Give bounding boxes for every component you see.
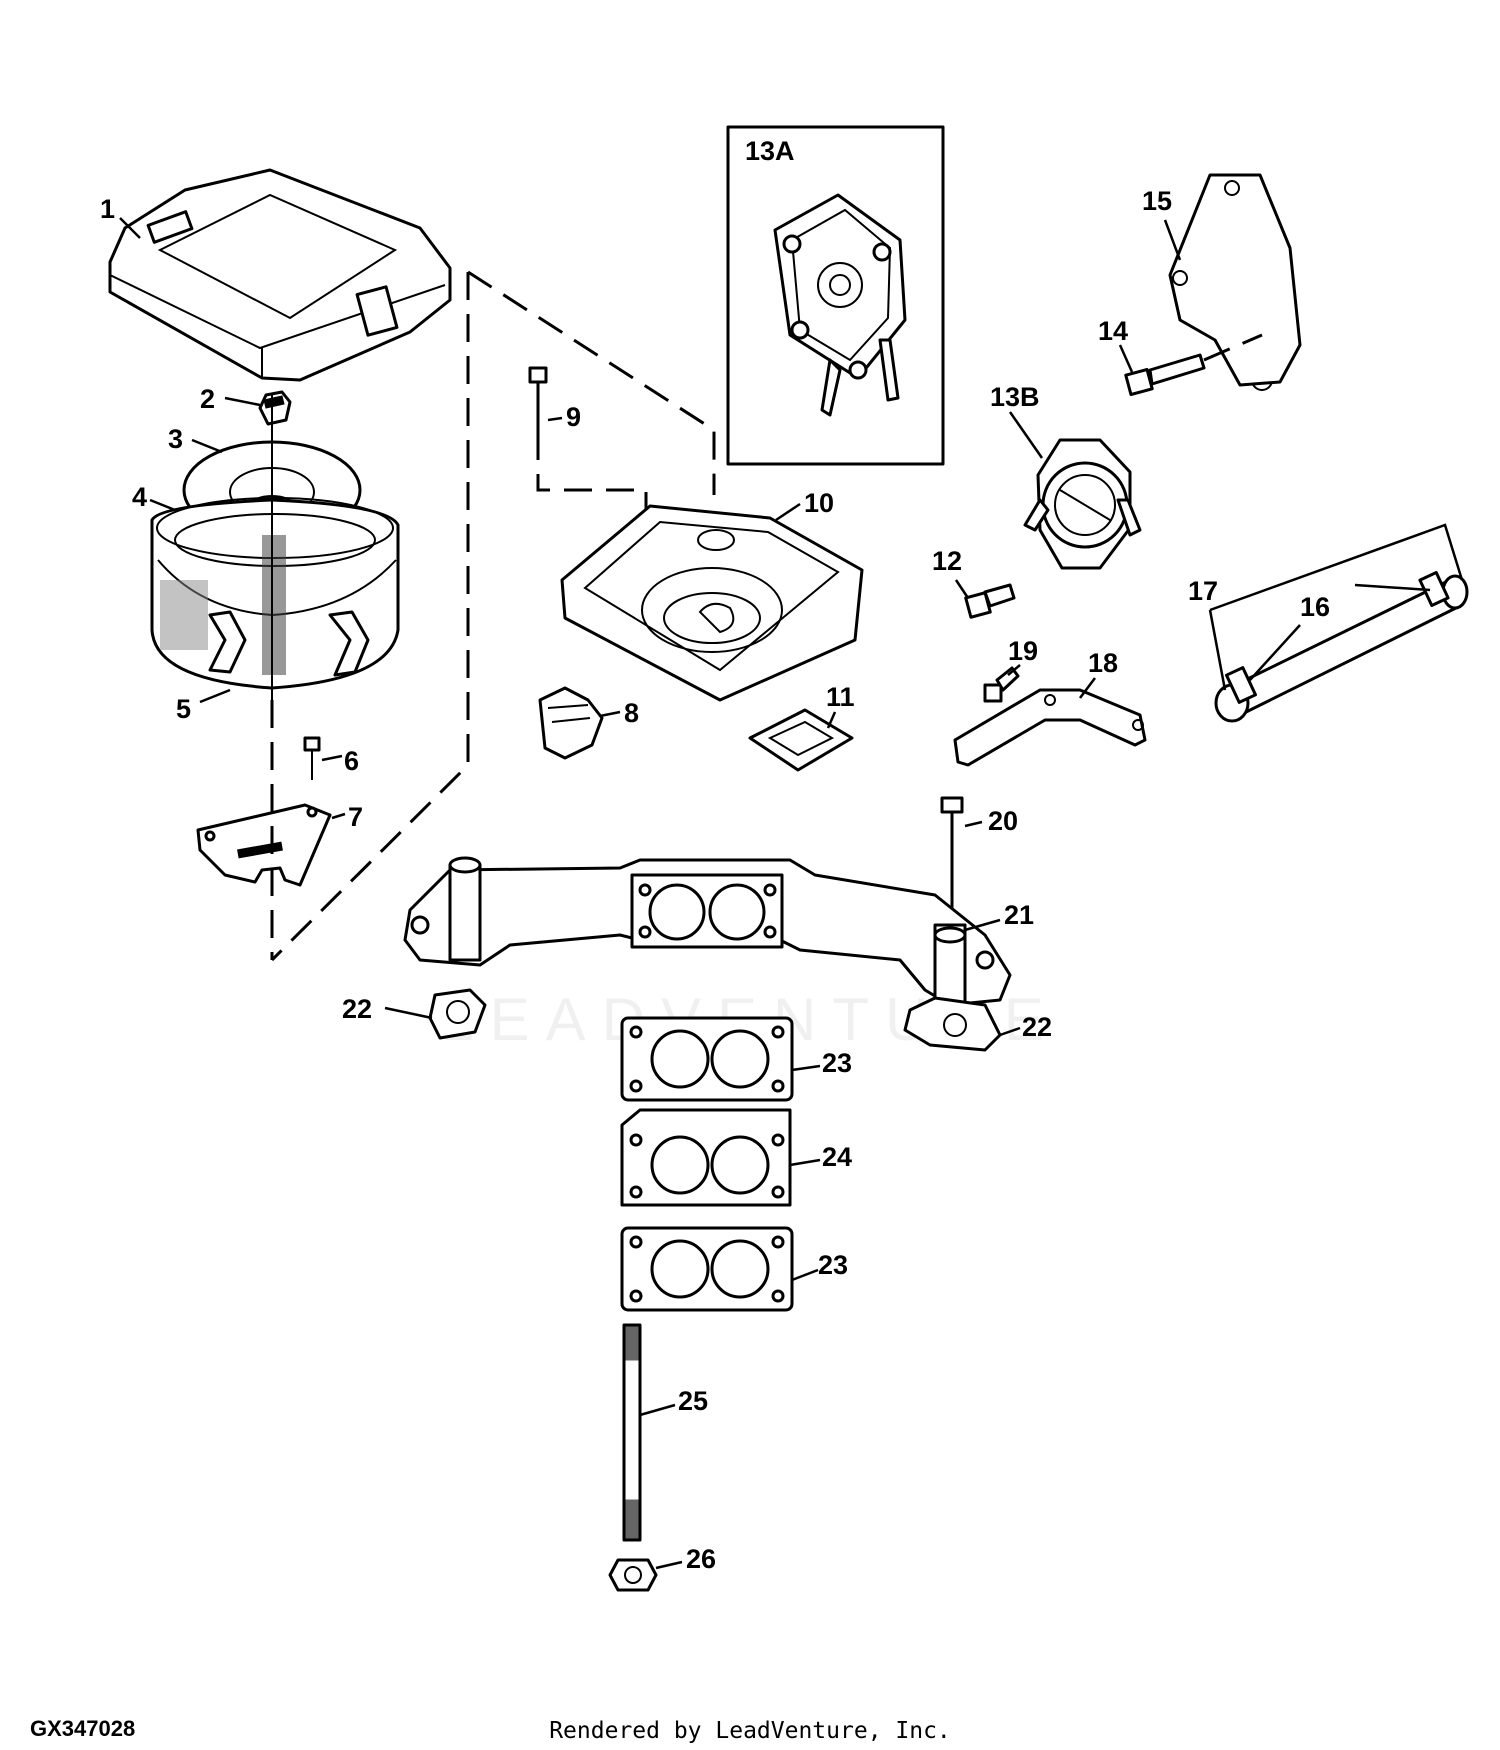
- callout-25: 25: [678, 1386, 708, 1416]
- diagram-code: GX347028: [30, 1716, 136, 1741]
- part-22-gasket-left[interactable]: [428, 988, 487, 1040]
- part-2-wing-nut[interactable]: [258, 390, 292, 426]
- callout-11: 11: [826, 682, 855, 712]
- part-11-gasket[interactable]: [748, 708, 854, 772]
- part-22-gasket-right[interactable]: [903, 996, 1002, 1052]
- part-19-screw[interactable]: [983, 666, 1020, 703]
- part-23-gasket-lower[interactable]: [620, 1226, 794, 1312]
- part-14-bolt[interactable]: [1124, 353, 1206, 397]
- callout-12: 12: [932, 546, 962, 576]
- credit-text: Rendered by LeadVenture, Inc.: [549, 1718, 951, 1744]
- part-18-bracket[interactable]: [953, 688, 1147, 767]
- callout-5: 5: [176, 694, 191, 724]
- part-26-nut[interactable]: [608, 1558, 658, 1592]
- callout-23-upper: 23: [822, 1048, 852, 1078]
- part-25-stud[interactable]: [622, 1323, 642, 1542]
- callout-17: 17: [1188, 576, 1218, 606]
- callout-23-lower: 23: [818, 1250, 848, 1280]
- callout-13a: 13A: [745, 136, 795, 166]
- callout-20: 20: [988, 806, 1018, 836]
- callout-16: 16: [1300, 592, 1330, 622]
- part-10-air-cleaner-base[interactable]: [560, 504, 864, 702]
- part-21-intake-manifold[interactable]: [403, 856, 1012, 1007]
- callout-13b: 13B: [990, 382, 1040, 412]
- callouts: 1 2 3 4 5 6 7 8 9 10 11 12 13A 13B 14 15…: [100, 136, 1330, 1574]
- part-15-bracket[interactable]: [1168, 173, 1302, 391]
- callout-1: 1: [100, 194, 115, 224]
- part-7-base-plate[interactable]: [196, 803, 332, 887]
- callout-21: 21: [1004, 900, 1034, 930]
- part-4-filter-element[interactable]: [150, 497, 400, 690]
- part-12-screw[interactable]: [964, 583, 1016, 619]
- part-23-gasket-upper[interactable]: [620, 1016, 794, 1102]
- part-13a-fuel-pump[interactable]: [773, 193, 907, 417]
- part-9-bolt[interactable]: [528, 366, 548, 460]
- leader-lines: [119, 217, 1464, 1570]
- callout-6: 6: [344, 746, 359, 776]
- callout-3: 3: [168, 424, 183, 454]
- callout-18: 18: [1088, 648, 1118, 678]
- callout-24: 24: [822, 1142, 852, 1172]
- part-24-spacer[interactable]: [620, 1108, 792, 1207]
- callout-26: 26: [686, 1544, 716, 1574]
- callout-4: 4: [132, 482, 147, 512]
- part-8-latch[interactable]: [538, 686, 604, 760]
- callout-19: 19: [1008, 636, 1038, 666]
- part-16-hose[interactable]: [1214, 571, 1469, 723]
- callout-7: 7: [348, 802, 363, 832]
- callout-15: 15: [1142, 186, 1172, 216]
- callout-14: 14: [1098, 316, 1128, 346]
- callout-9: 9: [566, 402, 581, 432]
- part-13b-fuel-pump[interactable]: [1023, 438, 1142, 570]
- part-6-screw[interactable]: [303, 736, 321, 780]
- callout-22-left: 22: [342, 994, 372, 1024]
- callout-2: 2: [200, 384, 215, 414]
- callout-8: 8: [624, 698, 639, 728]
- callout-10: 10: [804, 488, 834, 518]
- part-1-cover[interactable]: [108, 168, 452, 382]
- callout-22-right: 22: [1022, 1012, 1052, 1042]
